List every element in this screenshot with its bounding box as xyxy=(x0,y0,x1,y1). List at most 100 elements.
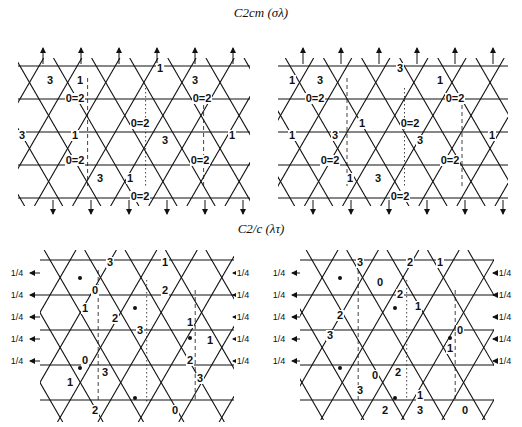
inversion-dot xyxy=(188,336,192,340)
symmetry-line xyxy=(146,280,147,402)
axis-arrow xyxy=(292,273,300,274)
height-label: 1/4 xyxy=(498,335,513,344)
net-line xyxy=(149,58,234,206)
layer-number: 1 xyxy=(414,301,422,312)
height-label: 1/4 xyxy=(498,269,513,278)
axis-arrow xyxy=(129,200,130,214)
layer-number: 0=2 xyxy=(65,93,86,104)
inversion-dot xyxy=(78,276,82,280)
net-line xyxy=(206,58,250,206)
layer-number: 1 xyxy=(436,75,444,86)
layer-number: 1 xyxy=(436,257,444,268)
layer-number: 0=2 xyxy=(390,191,411,202)
height-label: 1/4 xyxy=(272,335,287,344)
layer-number: 3 xyxy=(18,130,26,141)
axis-arrow xyxy=(313,200,314,214)
net-line xyxy=(111,58,196,206)
layer-number: 1 xyxy=(186,317,194,328)
layer-number: 0 xyxy=(81,355,89,366)
net-line xyxy=(85,250,184,422)
layer-number: 2 xyxy=(406,257,414,268)
layer-number: 1 xyxy=(416,390,424,401)
net-line xyxy=(44,250,143,422)
inversion-dot xyxy=(338,366,342,370)
height-label: 1/4 xyxy=(272,313,287,322)
axis-arrow xyxy=(465,200,466,214)
net-line xyxy=(361,250,459,420)
axis-arrow xyxy=(30,295,40,296)
layer-number: 0 xyxy=(461,405,469,416)
axis-arrow xyxy=(493,273,494,274)
space-group-title: C2cm (σλ) xyxy=(233,6,289,19)
axis-arrow xyxy=(503,200,504,214)
layer-number: 2 xyxy=(111,313,119,324)
layer-number: 1 xyxy=(156,63,164,74)
net-line xyxy=(278,58,352,206)
axis-arrow xyxy=(493,339,494,340)
net-line xyxy=(40,364,234,365)
net-line xyxy=(482,250,494,420)
net-line xyxy=(321,250,419,420)
layer-number: 0=2 xyxy=(130,191,151,202)
net-line xyxy=(92,58,177,206)
symmetry-line xyxy=(455,290,456,400)
net-line xyxy=(138,250,234,422)
symmetry-line xyxy=(195,290,196,402)
layer-number: 0=2 xyxy=(190,155,211,166)
axis-arrow xyxy=(493,317,494,318)
layer-number: 1 xyxy=(161,257,169,268)
layer-number: 3 xyxy=(46,75,54,86)
net-line xyxy=(18,58,82,206)
layer-number: 0 xyxy=(91,285,99,296)
layer-number: 1 xyxy=(66,377,74,388)
axis-arrow xyxy=(292,317,300,318)
layer-number: 0=2 xyxy=(65,155,86,166)
net-line xyxy=(34,58,119,206)
net-line xyxy=(125,250,224,422)
layer-number: 3 xyxy=(396,63,404,74)
axis-arrow xyxy=(91,200,92,214)
net-line xyxy=(300,259,494,260)
symmetry-line xyxy=(347,78,348,186)
axis-arrow xyxy=(233,339,234,340)
axis-arrow xyxy=(351,200,352,214)
axis-arrow xyxy=(43,48,44,64)
layer-number: 2 xyxy=(161,285,169,296)
layer-number: 3 xyxy=(196,373,204,384)
layer-number: 3 xyxy=(106,257,114,268)
axis-arrow xyxy=(493,295,494,296)
axis-arrow xyxy=(30,317,40,318)
layer-number: 0 xyxy=(456,325,464,336)
layer-number: 1 xyxy=(228,130,236,141)
axis-arrow xyxy=(119,48,120,64)
net-line xyxy=(53,58,138,206)
height-label: 1/4 xyxy=(236,357,251,366)
height-label: 1/4 xyxy=(10,335,25,344)
axis-arrow xyxy=(379,48,380,64)
layer-number: 3 xyxy=(416,135,424,146)
symmetry-line xyxy=(203,98,204,186)
net-line xyxy=(347,250,445,420)
axis-arrow xyxy=(233,48,234,64)
axis-arrow xyxy=(30,361,40,362)
axis-arrow xyxy=(233,317,234,318)
axis-arrow xyxy=(30,339,40,340)
layer-number: 2 xyxy=(91,405,99,416)
layer-number: 3 xyxy=(316,75,324,86)
axis-arrow xyxy=(455,48,456,64)
net-line xyxy=(40,399,234,400)
axis-arrow xyxy=(81,48,82,64)
inversion-dot xyxy=(393,306,397,310)
net-line xyxy=(219,250,234,422)
net-line xyxy=(300,399,494,400)
height-label: 1/4 xyxy=(236,291,251,300)
axis-arrow xyxy=(167,200,168,214)
axis-arrow xyxy=(341,48,342,64)
layer-number: 3 xyxy=(331,130,339,141)
net-line xyxy=(401,250,494,420)
layer-number: 1 xyxy=(358,118,366,129)
net-line xyxy=(206,250,234,422)
layer-number: 1 xyxy=(126,173,134,184)
net-line xyxy=(306,250,404,420)
